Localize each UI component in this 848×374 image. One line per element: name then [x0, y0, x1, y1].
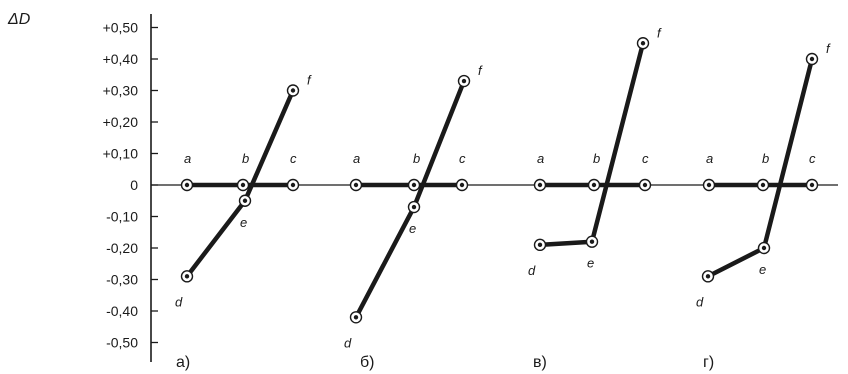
point-label-a: a	[537, 151, 544, 166]
point-marker-dot-d	[184, 274, 190, 279]
point-label-d: d	[528, 263, 536, 278]
point-label-f: f	[657, 25, 662, 40]
y-axis-label: ΔD	[7, 11, 31, 28]
point-label-d: d	[175, 294, 183, 309]
point-label-a: a	[353, 151, 360, 166]
panel-label: б)	[360, 354, 375, 371]
panel-1	[180, 84, 300, 283]
point-marker-dot-d	[705, 274, 711, 279]
y-tick-label: +0,10	[103, 146, 139, 162]
deviation-series	[537, 41, 646, 248]
point-marker-dot-c	[290, 182, 296, 188]
point-label-f: f	[307, 73, 312, 88]
point-label-e: e	[759, 262, 766, 277]
y-tick-label: -0,50	[106, 335, 138, 351]
point-label-b: b	[593, 151, 600, 166]
axes: ΔD +0,50 +0,40 +0,30 +0,20 +0,10 0 -0,10 -0,20 -0…	[7, 11, 838, 362]
y-tick-label: +0,20	[103, 114, 139, 130]
y-tick-label: -0,40	[106, 303, 138, 319]
deviation-series	[353, 78, 467, 320]
point-label-e: e	[409, 221, 416, 236]
panel-4	[701, 52, 819, 283]
point-marker-dot-d	[353, 315, 359, 320]
point-marker-dot-a	[353, 182, 359, 188]
point-label-e: e	[587, 256, 594, 271]
point-label-c: c	[642, 151, 649, 166]
y-tick-label: 0	[130, 177, 138, 193]
point-marker-dot-f	[809, 56, 815, 62]
point-label-c: c	[290, 151, 297, 166]
point-marker-dot-e	[761, 245, 767, 251]
point-label-d: d	[344, 335, 352, 350]
point-marker-dot-b	[591, 182, 597, 188]
series-layer	[180, 37, 819, 324]
point-marker-dot-a	[706, 182, 712, 188]
point-label-f: f	[478, 63, 483, 78]
panel-label: в)	[533, 354, 547, 371]
point-marker-dot-c	[809, 182, 815, 188]
y-tick-label: +0,30	[103, 83, 139, 99]
labels-layer: a b c d e f а) a b c d e f б) a b c d e f в) a b c d e f г)	[175, 25, 831, 371]
point-marker-dot-b	[240, 182, 246, 188]
y-tick-label: -0,10	[106, 209, 138, 225]
point-label-a: a	[706, 151, 713, 166]
point-marker-dot-c	[642, 182, 648, 188]
point-marker-dot-f	[461, 78, 467, 84]
panel-2	[349, 74, 471, 324]
panel-label: г)	[703, 354, 714, 371]
point-marker-dot-a	[184, 182, 190, 188]
point-label-b: b	[762, 151, 769, 166]
y-tick-label: -0,30	[106, 272, 138, 288]
y-tick-label: +0,50	[103, 20, 139, 36]
point-marker-dot-b	[760, 182, 766, 188]
point-label-d: d	[696, 294, 704, 309]
point-marker-dot-e	[589, 239, 595, 244]
point-label-c: c	[809, 151, 816, 166]
point-marker-dot-e	[242, 198, 248, 203]
point-label-e: e	[240, 215, 247, 230]
point-label-b: b	[242, 151, 249, 166]
panel-3	[533, 37, 652, 252]
point-marker-dot-d	[537, 242, 543, 248]
point-marker-dot-a	[537, 182, 543, 188]
point-label-f: f	[826, 41, 831, 56]
panel-label: а)	[176, 354, 190, 371]
point-marker-dot-c	[459, 182, 465, 188]
point-marker-dot-f	[290, 88, 296, 93]
point-marker-dot-f	[640, 41, 646, 46]
point-label-c: c	[459, 151, 466, 166]
point-marker-dot-e	[411, 204, 417, 210]
point-label-a: a	[184, 151, 191, 166]
y-tick-label: -0,20	[106, 240, 138, 256]
y-tick-label: +0,40	[103, 51, 139, 67]
point-label-b: b	[413, 151, 420, 166]
point-marker-dot-b	[411, 182, 417, 188]
